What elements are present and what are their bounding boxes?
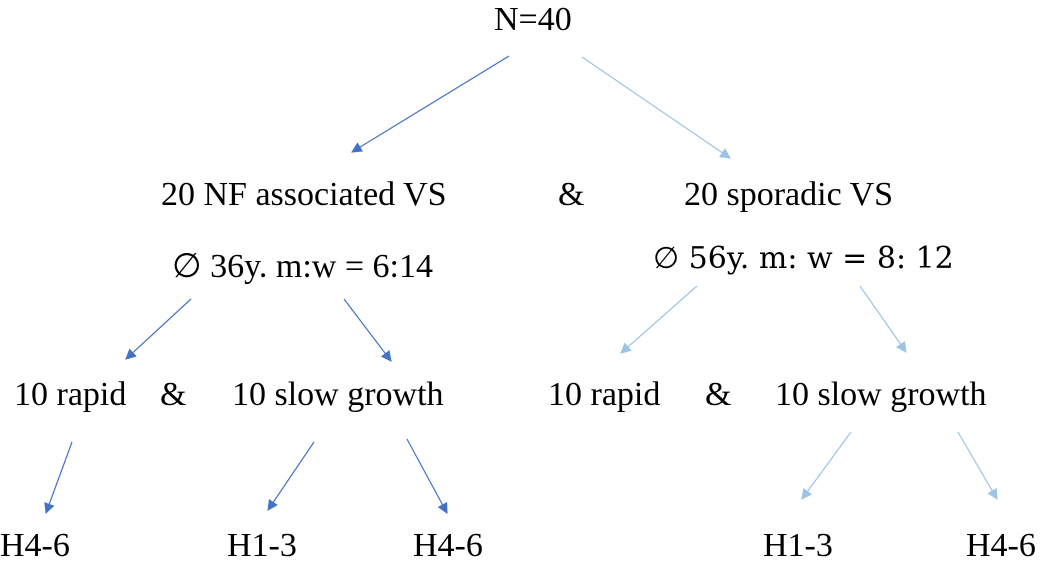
nf-group-stats: ∅ 36y. m:w = 6:14 (172, 248, 433, 285)
group-ampersand: & (558, 176, 585, 213)
arrow-nf-to-slow (343, 298, 392, 362)
leaf-nf-rapid-h46: H4-6 (0, 527, 70, 564)
sporadic-slow-subgroup: 10 slow growth (775, 376, 987, 413)
leaf-sporadic-slow-h46: H4-6 (966, 527, 1036, 564)
leaf-nf-slow-h46: H4-6 (413, 527, 483, 564)
nf-subgroup-ampersand: & (160, 376, 187, 413)
leaf-sporadic-slow-h13: H1-3 (763, 527, 833, 564)
arrow-root-to-nf (351, 55, 510, 153)
nf-rapid-subgroup: 10 rapid (14, 376, 127, 413)
leaf-nf-slow-h13: H1-3 (227, 527, 297, 564)
arrow-root-to-sporadic (581, 56, 731, 159)
arrow-nf-to-rapid (125, 298, 192, 360)
sporadic-subgroup-ampersand: & (705, 376, 732, 413)
arrow-sporadic-to-rapid (620, 285, 698, 354)
sporadic-group-stats: ∅ 56y. m: w = 8: 12 (653, 241, 954, 276)
arrow-nf-rapid-to-h46 (44, 441, 73, 515)
arrow-sporadic-slow-to-h46 (957, 431, 998, 500)
arrow-sporadic-to-slow (859, 285, 907, 353)
sporadic-rapid-subgroup: 10 rapid (548, 376, 661, 413)
arrow-nf-slow-to-h46 (406, 438, 448, 514)
arrow-nf-slow-to-h13 (267, 441, 315, 511)
sporadic-group-title: 20 sporadic VS (684, 176, 894, 213)
root-node: N=40 (494, 1, 572, 38)
nf-group-title: 20 NF associated VS (161, 176, 447, 213)
arrow-sporadic-slow-to-h13 (801, 431, 852, 500)
nf-slow-subgroup: 10 slow growth (232, 376, 444, 413)
